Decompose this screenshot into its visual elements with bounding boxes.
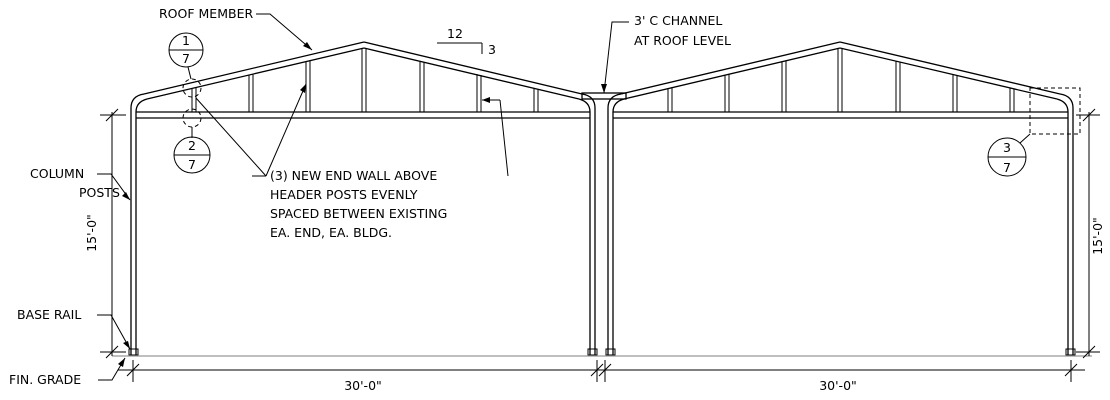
note-line-2: HEADER POSTS EVENLY xyxy=(270,187,418,202)
roof-slope-indicator: 12 3 xyxy=(437,26,496,57)
right-building-frame xyxy=(605,41,1076,356)
left-base-plate xyxy=(128,348,139,356)
detail-callout-3[interactable]: 3 7 xyxy=(987,87,1081,177)
slope-rise: 3 xyxy=(488,42,496,57)
detail-1-target xyxy=(182,78,202,98)
width-right-value: 30'-0" xyxy=(819,378,857,393)
detail-1-number: 1 xyxy=(182,33,190,48)
detail-3-target xyxy=(1029,87,1081,135)
detail-3-sheet: 7 xyxy=(1003,160,1011,175)
note-line-3: SPACED BETWEEN EXISTING xyxy=(270,206,447,221)
detail-2-number: 2 xyxy=(188,138,196,153)
detail-3-number: 3 xyxy=(1003,140,1011,155)
slope-run: 12 xyxy=(447,26,463,41)
note-leaders xyxy=(195,83,509,177)
channel-label-line1: 3' C CHANNEL xyxy=(634,13,722,28)
base-rail-leader xyxy=(97,314,131,350)
right-building-end-wall-posts xyxy=(667,48,1015,112)
right-building-roof-right xyxy=(839,41,1061,95)
left-building-roof-left xyxy=(143,41,365,95)
height-dimension-left: 15'-0" xyxy=(84,108,126,359)
column-posts-line2: POSTS xyxy=(79,185,120,200)
base-rail-label: BASE RAIL xyxy=(17,307,81,322)
column-posts-leader xyxy=(97,173,131,201)
roof-member-leader xyxy=(256,13,313,51)
note-line-1: (3) NEW END WALL ABOVE xyxy=(270,168,437,183)
fin-grade-label: FIN. GRADE xyxy=(9,372,81,387)
detail-1-sheet: 7 xyxy=(182,51,190,66)
channel-label-line2: AT ROOF LEVEL xyxy=(634,33,731,48)
column-posts-line1: COLUMN xyxy=(30,166,84,181)
height-dimension-right: 15'-0" xyxy=(1076,108,1105,359)
height-right-value: 15'-0" xyxy=(1090,217,1105,255)
left-building-frame xyxy=(128,41,598,356)
fin-grade-leader xyxy=(98,357,126,381)
detail-callout-2[interactable]: 2 7 xyxy=(173,108,211,174)
detail-2-sheet: 7 xyxy=(188,157,196,172)
detail-callout-1[interactable]: 1 7 xyxy=(168,32,204,98)
channel-leader xyxy=(603,21,629,94)
left-building-end-wall-posts xyxy=(191,48,539,112)
width-dimensions xyxy=(118,360,1085,382)
right-building-roof-left xyxy=(620,41,841,95)
roof-member-label: ROOF MEMBER xyxy=(159,6,253,21)
width-left-value: 30'-0" xyxy=(344,378,382,393)
left-building-roof-right xyxy=(363,41,583,95)
height-left-value: 15'-0" xyxy=(84,214,99,252)
note-line-4: EA. END, EA. BLDG. xyxy=(270,225,392,240)
